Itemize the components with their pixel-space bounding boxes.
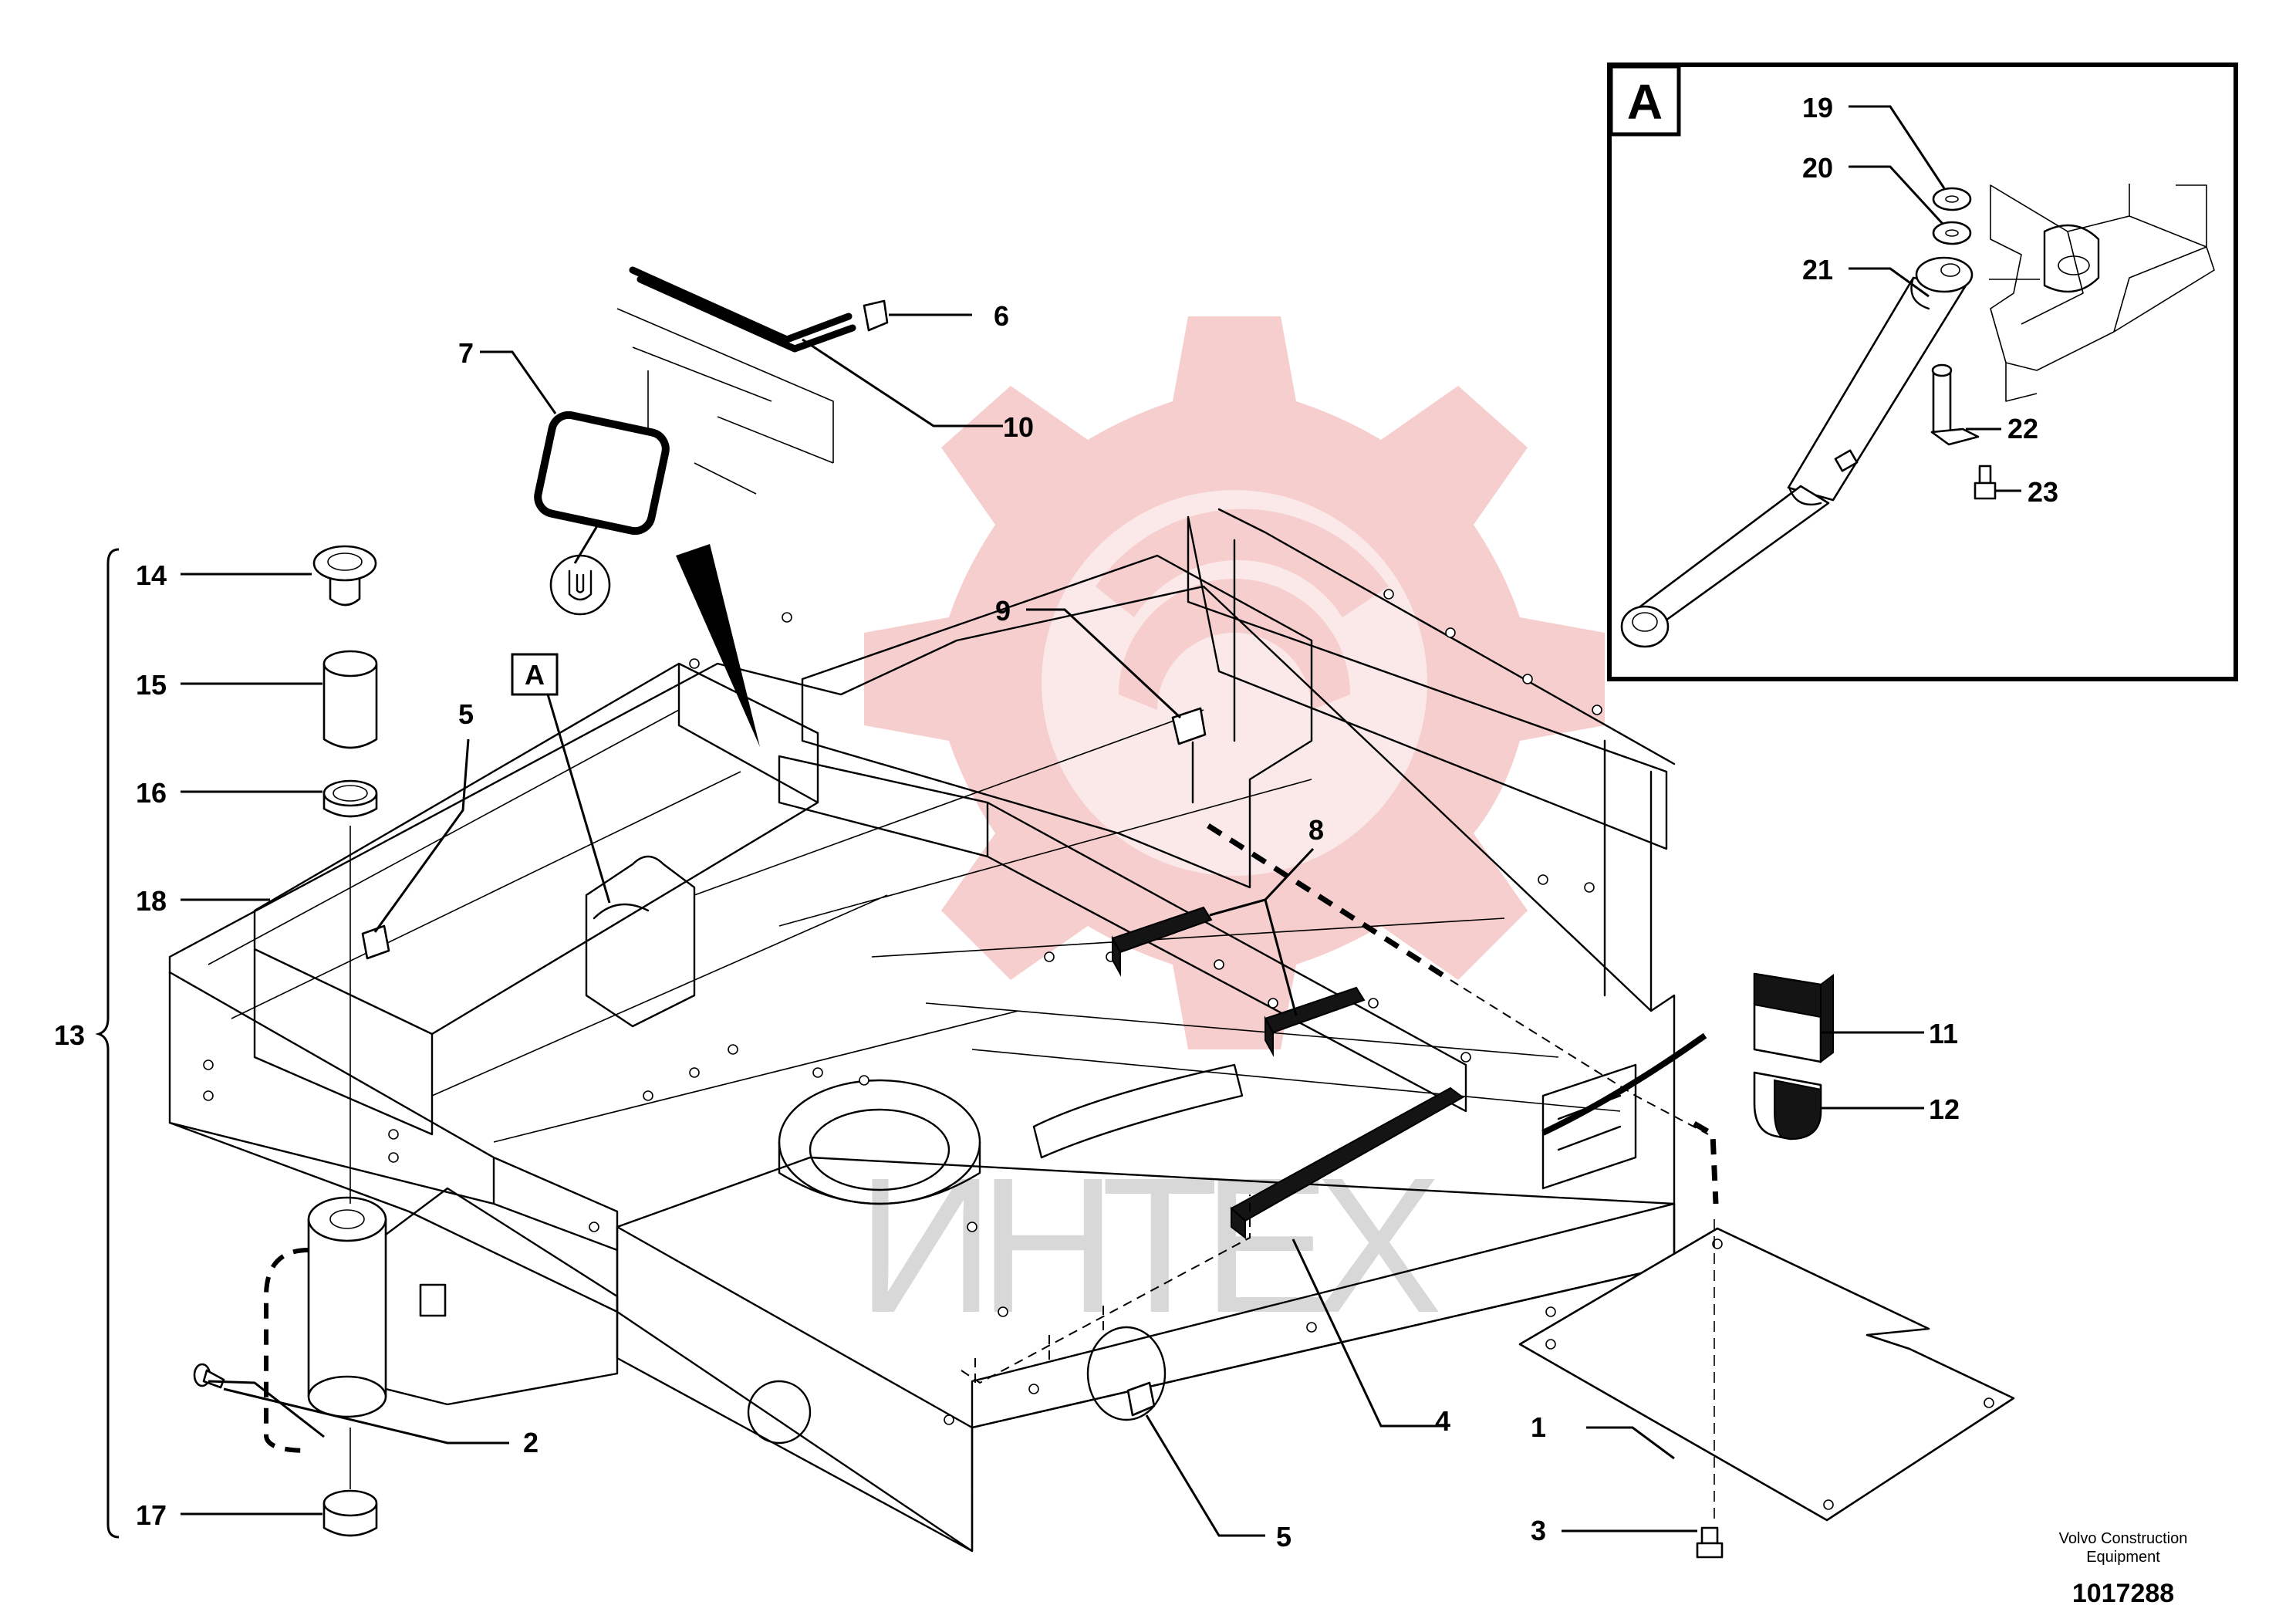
- access-opening: [1032, 1063, 1244, 1159]
- detail-view-label: A: [1627, 74, 1663, 130]
- bushing-part-17: [322, 1489, 378, 1537]
- leader-lines: [181, 313, 1924, 1537]
- boom-foot-bracket: [585, 855, 696, 1028]
- rubber-pad-part-8a: [1111, 906, 1213, 977]
- manufacturer-line-2: Equipment: [2086, 1549, 2160, 1566]
- callout-6: 6: [994, 300, 1009, 332]
- rubber-block-part-11: [1753, 972, 1834, 1063]
- frame-mounting-holes: [203, 589, 1602, 1425]
- callout-23: 23: [2028, 476, 2058, 508]
- bushing-part-14: [312, 545, 377, 607]
- detail-leader-lines: [1849, 105, 2021, 492]
- upper-bracket-sketch: [616, 308, 834, 495]
- detail-view-tag: [1609, 64, 1681, 137]
- bolt-part-3: [1696, 1526, 1724, 1559]
- callout-18: 18: [136, 885, 167, 917]
- center-top-beam: [778, 755, 1467, 1113]
- frame-round-opening-rear: [747, 1380, 812, 1445]
- drawing-number: 1017288: [2072, 1579, 2174, 1608]
- detail-lug: [2043, 224, 2100, 293]
- cover-plate-part-1: [1518, 1227, 2015, 1522]
- callout-5-left: 5: [458, 698, 474, 730]
- swing-bearing: [778, 1079, 981, 1205]
- callout-13: 13: [54, 1019, 85, 1051]
- pin-part-22: [1930, 363, 1980, 446]
- cylinder-part-21: [1620, 256, 1974, 648]
- callout-19: 19: [1802, 92, 1833, 123]
- seal-strip-part: [629, 266, 856, 353]
- detail-view-a: A: [1607, 63, 2238, 681]
- frame-pad-dash-line: [1207, 823, 1452, 982]
- left-channel: [253, 662, 819, 1136]
- central-housing-wall: [801, 554, 1313, 889]
- watermark-text: ИНТЕХ: [856, 1137, 1443, 1353]
- callout-11: 11: [1929, 1018, 1958, 1049]
- bushing-part-16: [322, 779, 378, 818]
- grommet-part-7: [534, 411, 670, 536]
- upper-frame: [168, 508, 1676, 1553]
- manufacturer-line-1: Volvo Construction: [2059, 1530, 2188, 1547]
- rubber-strip-part-4: [1230, 1086, 1464, 1240]
- callout-20: 20: [1802, 152, 1833, 184]
- bolt-part-23: [1974, 465, 1997, 500]
- view-marker-box: [511, 653, 559, 696]
- callout-22: 22: [2007, 413, 2038, 444]
- clip-part-5-bottom: [1126, 1381, 1156, 1417]
- right-side-wall: [1187, 508, 1676, 1012]
- callout-2: 2: [523, 1427, 539, 1458]
- wedge-strip-pointer: [1541, 1032, 1707, 1136]
- washer-20-hole: [1945, 229, 1959, 237]
- rubber-pad-part-8b: [1264, 986, 1366, 1057]
- callout-17: 17: [136, 1499, 167, 1531]
- clip-part-9: [1171, 707, 1207, 745]
- clip-part-6: [863, 299, 889, 332]
- swing-post: [307, 1187, 619, 1418]
- frame-round-opening: [1086, 1326, 1167, 1421]
- callout-labels: 6 10 7 9 8 4 11 12 1 3 2 5 5 14 15 16 18…: [54, 300, 1960, 1553]
- grommet-clip-detail: [549, 554, 611, 616]
- callout-14: 14: [136, 559, 167, 591]
- detail-bracket-sketch: [1990, 184, 2215, 402]
- wedge-pointer: [676, 544, 760, 747]
- callout-8: 8: [1308, 814, 1324, 846]
- view-marker-label: A: [525, 659, 545, 691]
- callout-1: 1: [1531, 1411, 1546, 1443]
- bushing-part-15: [322, 650, 378, 749]
- callout-9: 9: [995, 595, 1011, 627]
- bolt-part-2: [193, 1363, 225, 1389]
- pads-dash-box: [961, 1195, 1251, 1384]
- callout-21: 21: [1802, 254, 1833, 286]
- group-13-bracket: [95, 548, 120, 1539]
- callout-15: 15: [136, 669, 167, 701]
- frame-outline: [168, 585, 1676, 1553]
- detail-lug-hole: [2058, 255, 2090, 275]
- watermark: ИНТЕХ: [856, 316, 1605, 1353]
- callout-10: 10: [1003, 411, 1034, 443]
- cover-plate-dash-line: [1450, 979, 1709, 1135]
- washer-19-hole: [1945, 195, 1959, 203]
- frame-front-face: [168, 971, 619, 1313]
- callout-5-bottom: 5: [1276, 1521, 1292, 1553]
- cover-plate-holes: [1545, 1238, 1994, 1510]
- callout-16: 16: [136, 777, 167, 809]
- callout-4: 4: [1435, 1405, 1450, 1437]
- callout-7: 7: [458, 337, 474, 369]
- callout-12: 12: [1929, 1093, 1960, 1125]
- rubber-stop-part-12: [1753, 1071, 1822, 1140]
- cover-plate-dash-right: [1693, 1120, 1719, 1205]
- callout-3: 3: [1531, 1515, 1546, 1546]
